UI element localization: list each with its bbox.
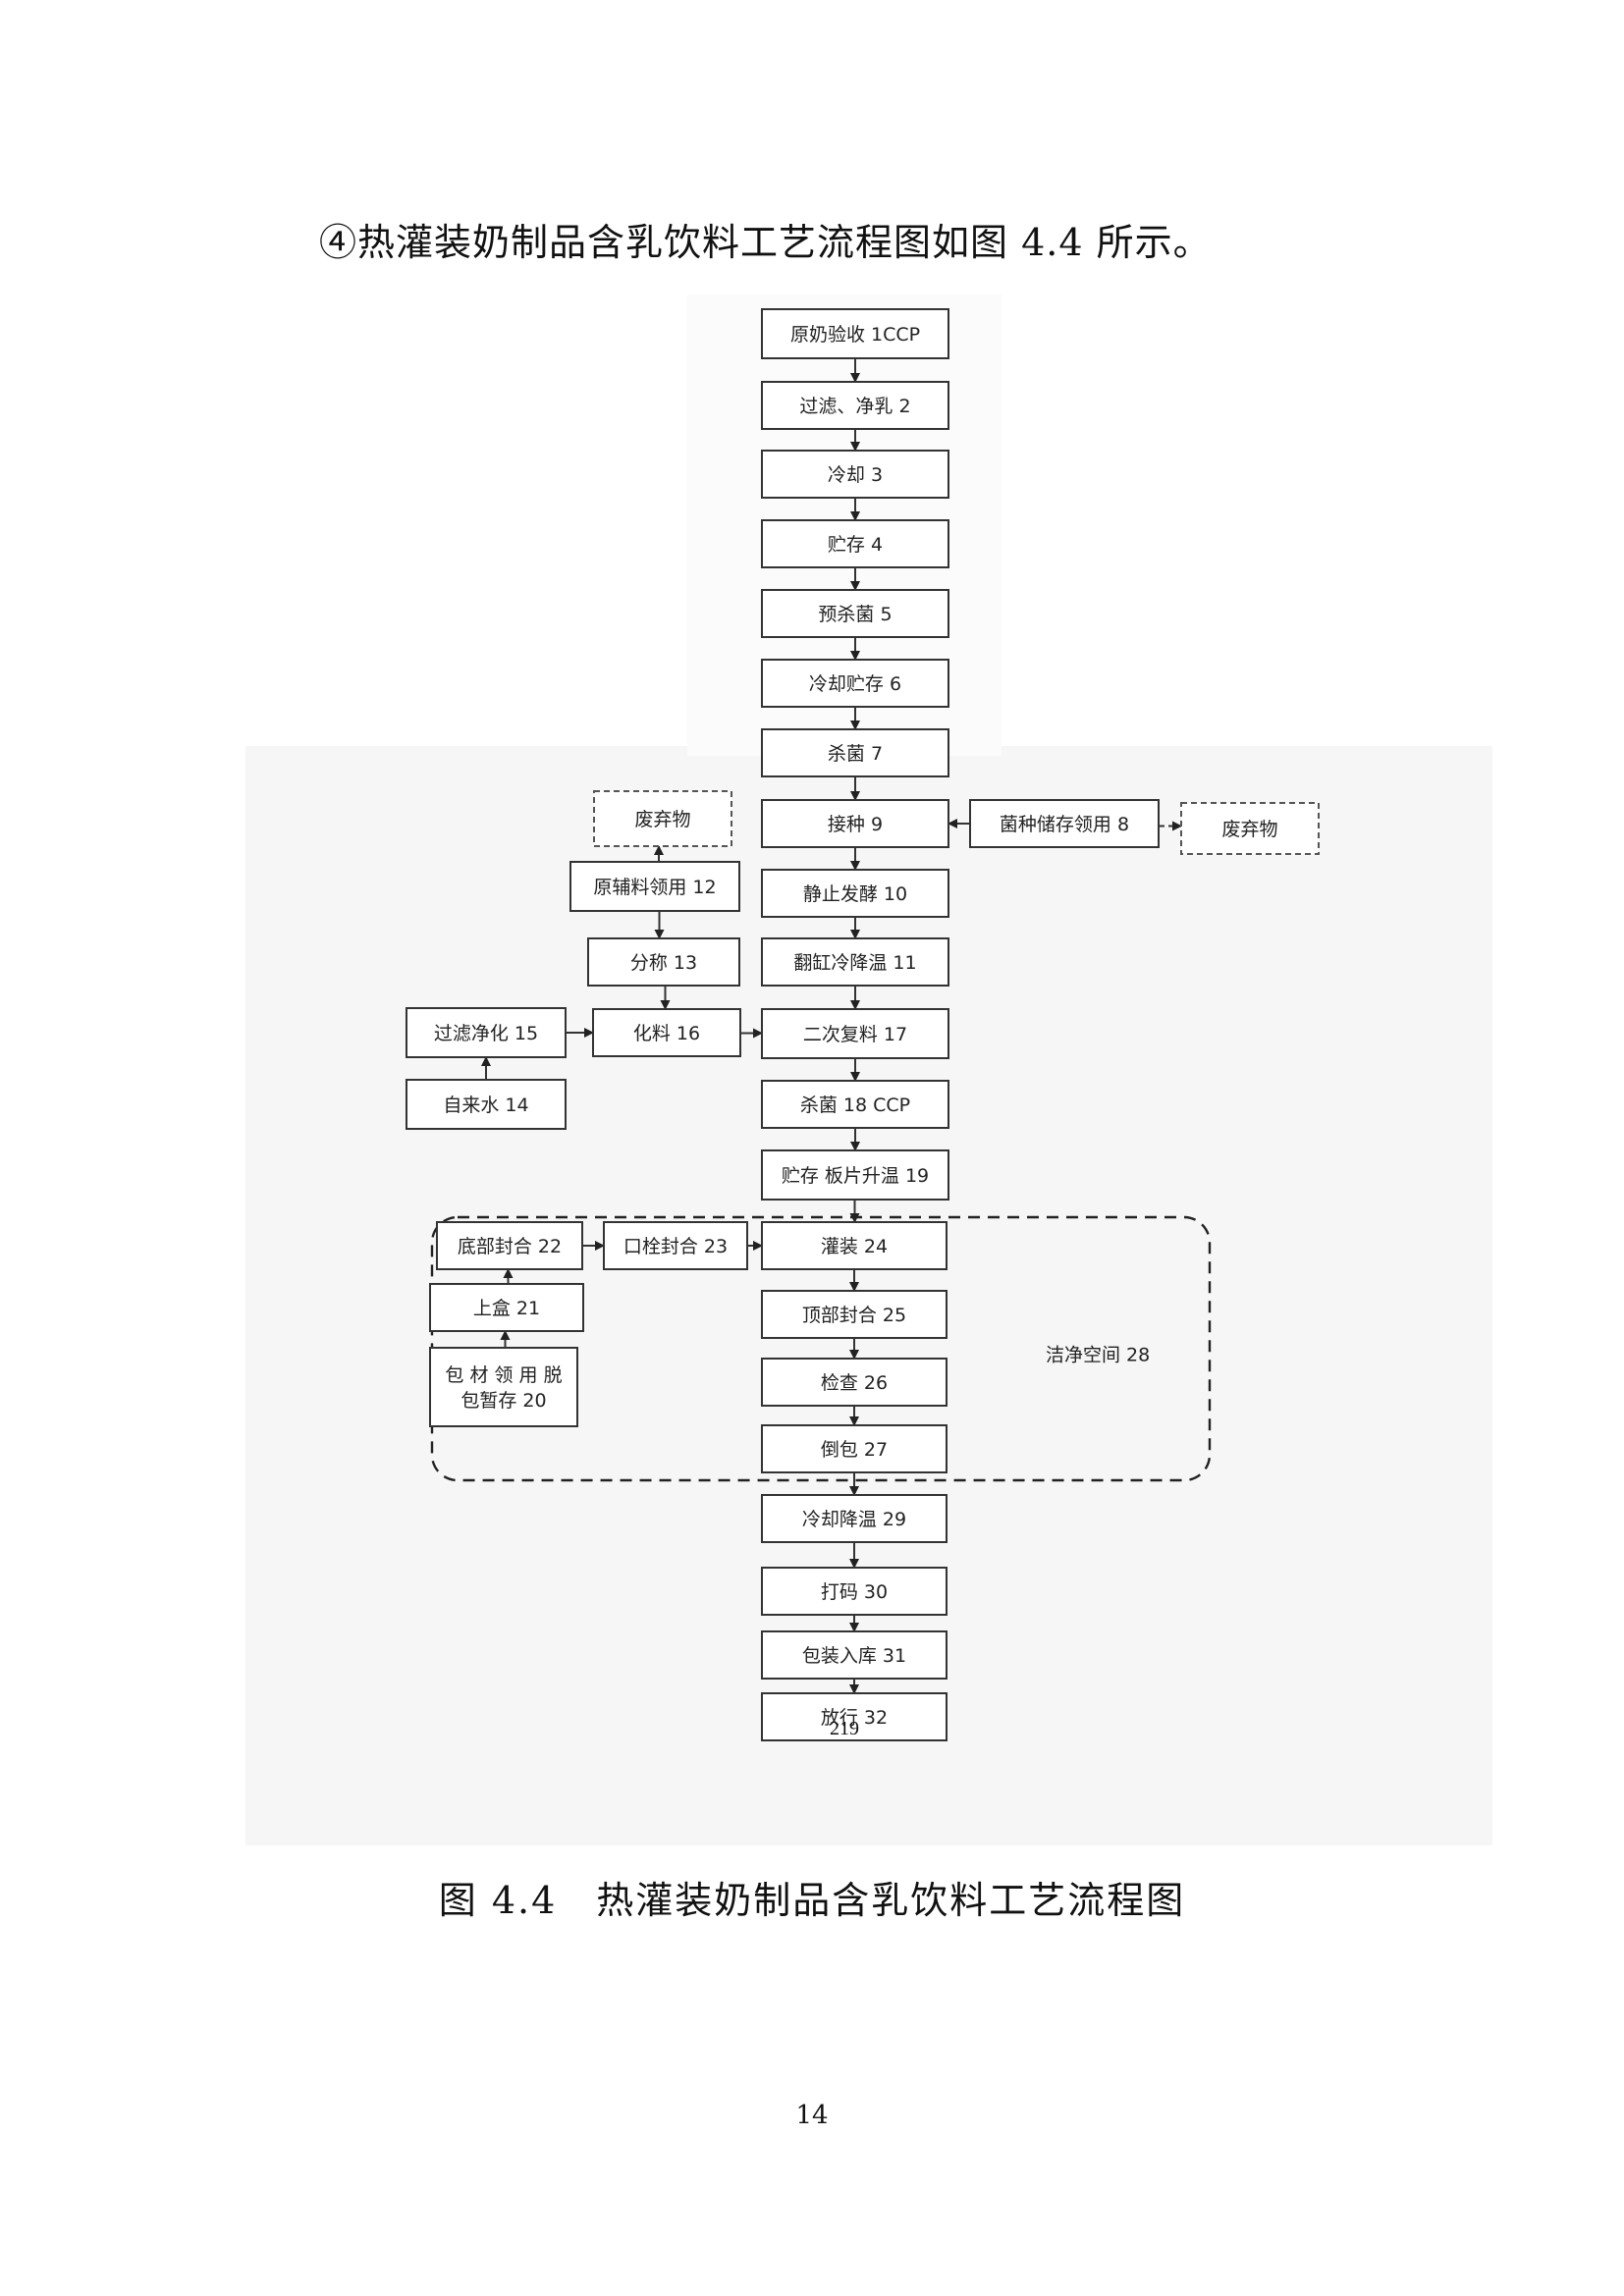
flow-node-n31: 包装入库 31 <box>761 1630 947 1680</box>
flow-node-label: 贮存 板片升温 19 <box>782 1165 929 1187</box>
flow-node-label: 杀菌 18 CCP <box>800 1095 910 1116</box>
flow-node-label: 原辅料领用 12 <box>593 877 716 898</box>
flow-node-n5: 预杀菌 5 <box>761 589 949 638</box>
flow-node-label: 杀菌 7 <box>828 743 883 765</box>
flow-node-w1: 废弃物 <box>593 790 732 847</box>
flow-node-label: 过滤净化 15 <box>434 1023 538 1044</box>
flow-node-label: 包 材 领 用 脱包暂存 20 <box>445 1364 562 1412</box>
flow-node-label: 放行 32 <box>821 1707 888 1729</box>
flow-node-label: 二次复料 17 <box>803 1024 907 1045</box>
flow-node-n22: 底部封合 22 <box>436 1221 583 1270</box>
figure-caption: 图 4.4 热灌装奶制品含乳饮料工艺流程图 <box>438 1879 1186 1922</box>
flow-node-n27: 倒包 27 <box>761 1424 947 1473</box>
flow-node-label: 冷却降温 29 <box>802 1509 906 1530</box>
flow-node-label: 口栓封合 23 <box>623 1236 728 1257</box>
flow-node-label: 上盒 21 <box>473 1298 540 1319</box>
flow-node-n11: 翻缸冷降温 11 <box>761 937 949 987</box>
flow-node-n1: 原奶验收 1CCP <box>761 308 949 359</box>
flow-node-n7: 杀菌 7 <box>761 728 949 777</box>
flow-node-label: 分称 13 <box>630 952 697 974</box>
flow-node-n3: 冷却 3 <box>761 450 949 499</box>
flow-node-label: 原奶验收 1CCP <box>790 324 920 346</box>
flow-node-n30: 打码 30 <box>761 1567 947 1616</box>
flow-node-label: 贮存 4 <box>828 534 883 556</box>
flow-node-n17: 二次复料 17 <box>761 1008 949 1059</box>
flow-node-label: 底部封合 22 <box>458 1236 562 1257</box>
flow-node-n18: 杀菌 18 CCP <box>761 1080 949 1129</box>
page-number: 14 <box>795 2101 829 2130</box>
flow-node-label: 自来水 14 <box>443 1095 528 1116</box>
flow-node-n13: 分称 13 <box>587 937 740 987</box>
flow-node-n21: 上盒 21 <box>429 1283 584 1332</box>
node-layer: 原奶验收 1CCP 过滤、净乳 2 冷却 3 贮存 4 预杀菌 5 冷却贮存 6 杀菌 7 接… <box>406 308 1320 1741</box>
flow-node-label: 菌种储存领用 8 <box>1000 814 1129 835</box>
flow-node-label: 翻缸冷降温 11 <box>793 952 916 974</box>
flow-node-label: 废弃物 <box>1221 819 1277 840</box>
flow-node-label: 包装入库 31 <box>802 1645 906 1667</box>
flow-node-n25: 顶部封合 25 <box>761 1290 947 1339</box>
flow-node-label: 冷却 3 <box>828 464 883 486</box>
flow-node-label: 废弃物 <box>634 809 690 830</box>
intro-text: ④热灌装奶制品含乳饮料工艺流程图如图 4.4 所示。 <box>319 221 1212 264</box>
flow-node-label: 倒包 27 <box>821 1439 888 1461</box>
flow-node-n10: 静止发酵 10 <box>761 869 949 918</box>
flow-node-label: 检查 26 <box>821 1372 888 1394</box>
flow-node-label: 打码 30 <box>821 1581 888 1603</box>
flow-node-n15: 过滤净化 15 <box>406 1007 567 1058</box>
flow-node-n20: 包 材 领 用 脱包暂存 20 <box>429 1347 578 1427</box>
flow-node-n8: 菌种储存领用 8 <box>969 799 1160 848</box>
flow-node-n6: 冷却贮存 6 <box>761 659 949 708</box>
edge-layer <box>481 358 1182 1694</box>
flow-node-label: 冷却贮存 6 <box>809 673 901 695</box>
figure-page-number: 219 <box>830 1718 859 1739</box>
flow-node-label: 静止发酵 10 <box>803 883 907 905</box>
flow-node-n12: 原辅料领用 12 <box>569 861 740 912</box>
flow-node-n2: 过滤、净乳 2 <box>761 381 949 430</box>
flow-node-n24: 灌装 24 <box>761 1221 947 1270</box>
flow-node-n14: 自来水 14 <box>406 1079 567 1130</box>
flow-node-label: 预杀菌 5 <box>818 604 892 625</box>
flow-node-n32: 放行 32 <box>761 1692 947 1741</box>
flow-node-n16: 化料 16 <box>592 1008 741 1057</box>
flow-node-label: 过滤、净乳 2 <box>799 396 910 417</box>
clean-space-region-label: 洁净空间 28 <box>1046 1345 1150 1366</box>
flow-node-n26: 检查 26 <box>761 1358 947 1407</box>
flow-node-n23: 口栓封合 23 <box>603 1221 748 1270</box>
flow-node-n29: 冷却降温 29 <box>761 1494 947 1543</box>
flow-node-n4: 贮存 4 <box>761 519 949 568</box>
flow-node-label: 灌装 24 <box>821 1236 888 1257</box>
flow-node-label: 接种 9 <box>828 814 883 835</box>
flow-node-w2: 废弃物 <box>1180 802 1320 855</box>
flow-node-n19: 贮存 板片升温 19 <box>761 1149 949 1201</box>
flow-node-n9: 接种 9 <box>761 799 949 848</box>
flow-node-label: 顶部封合 25 <box>802 1305 906 1326</box>
flow-node-label: 化料 16 <box>633 1023 700 1044</box>
